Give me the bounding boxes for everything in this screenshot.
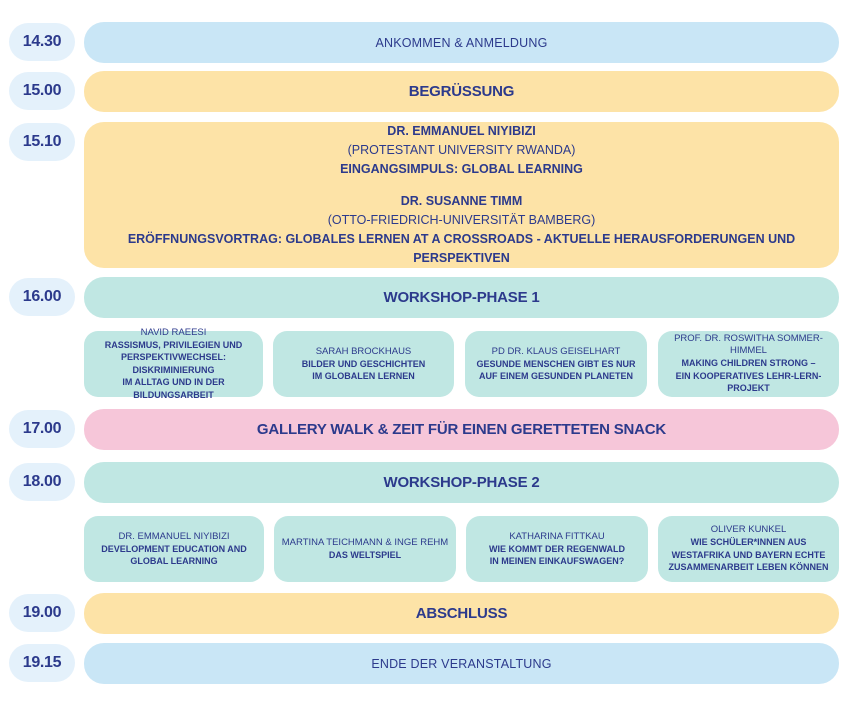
workshop2-card-4-title-line-1: WIE SCHÜLER*INNEN AUS — [690, 537, 807, 548]
workshop1-card-1-title-line-2: PERSPEKTIVWECHSEL: DISKRIMINIERUNG — [120, 352, 226, 375]
workshop2-card-3-title-line-2: IN MEINEN EINKAUFSWAGEN? — [489, 556, 625, 566]
keynote-speaker1-talk: EINGANGSIMPULS: GLOBAL LEARNING — [340, 162, 583, 176]
end-label: ENDE DER VERANSTALTUNG — [371, 656, 552, 671]
workshop1-card-4-title-line-1: MAKING CHILDREN STRONG – — [681, 358, 816, 369]
workshop1-card-2: SARAH BROCKHAUS BILDER UND GESCHICHTEN I… — [273, 331, 454, 397]
time-1700: 17.00 — [9, 410, 75, 448]
workshop2-card-3: KATHARINA FITTKAU WIE KOMMT DER REGENWAL… — [466, 516, 648, 582]
workshop2-card-1-title-line-1: DEVELOPMENT EDUCATION AND — [101, 543, 247, 554]
workshop1-bar: WORKSHOP-PHASE 1 — [84, 277, 839, 318]
workshop1-card-2-name: SARAH BROCKHAUS — [315, 345, 412, 357]
keynote-speaker1-affiliation: (PROTESTANT UNIVERSITY RWANDA) — [347, 143, 576, 157]
closing-label: ABSCHLUSS — [415, 605, 508, 622]
workshop2-card-1-name: DR. EMMANUEL NIYIBIZI — [118, 530, 230, 542]
workshop2-card-3-title-line-1: WIE KOMMT DER REGENWALD — [489, 543, 625, 554]
workshop2-card-4-name: OLIVER KUNKEL — [710, 524, 787, 536]
workshop2-card-4-title-line-3: ZUSAMMENARBEIT LEBEN KÖNNEN — [668, 562, 829, 573]
time-1915: 19.15 — [9, 644, 75, 682]
keynote-speaker2-talk: ERÖFFNUNGSVORTRAG: GLOBALES LERNEN AT A … — [127, 232, 796, 265]
workshop1-card-2-title-line-2: IM GLOBALEN LERNEN — [312, 371, 415, 381]
time-1430: 14.30 — [9, 23, 75, 61]
time-1900: 19.00 — [9, 594, 75, 632]
workshop1-card-4: PROF. DR. ROSWITHA SOMMER-HIMMEL MAKING … — [658, 331, 839, 397]
keynote-block: DR. EMMANUEL NIYIBIZI (PROTESTANT UNIVER… — [84, 122, 839, 268]
workshop2-card-2-title-line-1: DAS WELTSPIEL — [328, 549, 402, 560]
workshop1-card-3-title-line-1: GESUNDE MENSCHEN GIBT ES NUR — [476, 358, 636, 369]
keynote-speaker1-name: DR. EMMANUEL NIYIBIZI — [387, 124, 536, 138]
welcome-bar: BEGRÜSSUNG — [84, 71, 839, 112]
workshop1-card-1-title-line-3: IM ALLTAG UND IN DER BILDUNGSARBEIT — [122, 377, 225, 400]
arrival-bar: ANKOMMEN & ANMELDUNG — [84, 22, 839, 63]
keynote-speaker2-affiliation: (OTTO-FRIEDRICH-UNIVERSITÄT BAMBERG) — [327, 213, 596, 227]
workshop2-card-2: MARTINA TEICHMANN & INGE REHM DAS WELTSP… — [274, 516, 456, 582]
workshop2-card-4: OLIVER KUNKEL WIE SCHÜLER*INNEN AUS WEST… — [658, 516, 839, 582]
workshop1-title: WORKSHOP-PHASE 1 — [383, 289, 540, 306]
workshop1-card-1-title-line-1: RASSISMUS, PRIVILEGIEN UND — [104, 339, 243, 350]
workshop1-card-4-title-line-3: PROJEKT — [727, 383, 770, 394]
workshop1-card-1: NAVID RAEESI RASSISMUS, PRIVILEGIEN UND … — [84, 327, 263, 400]
welcome-label: BEGRÜSSUNG — [408, 83, 515, 100]
workshop2-card-2-name: MARTINA TEICHMANN & INGE REHM — [281, 536, 449, 548]
end-bar: ENDE DER VERANSTALTUNG — [84, 643, 839, 684]
time-1800: 18.00 — [9, 463, 75, 501]
workshop1-card-2-title-line-1: BILDER UND GESCHICHTEN — [301, 358, 426, 369]
time-1510: 15.10 — [9, 123, 75, 161]
break-bar: GALLERY WALK & ZEIT FÜR EINEN GERETTETEN… — [84, 409, 839, 450]
break-label: GALLERY WALK & ZEIT FÜR EINEN GERETTETEN… — [256, 421, 667, 438]
workshop1-card-4-name: PROF. DR. ROSWITHA SOMMER-HIMMEL — [674, 333, 823, 357]
workshop2-card-1-title-line-2: GLOBAL LEARNING — [130, 556, 218, 566]
time-1600: 16.00 — [9, 278, 75, 316]
workshop1-card-3-title-line-2: AUF EINEM GESUNDEN PLANETEN — [478, 371, 633, 381]
keynote-speaker2-name: DR. SUSANNE TIMM — [400, 194, 523, 208]
workshop2-title: WORKSHOP-PHASE 2 — [383, 474, 540, 491]
workshop2-card-4-title-line-2: WESTAFRIKA UND BAYERN ECHTE — [671, 549, 826, 560]
closing-bar: ABSCHLUSS — [84, 593, 839, 634]
workshop1-card-3-name: PD DR. KLAUS GEISELHART — [491, 345, 621, 357]
workshop1-card-4-title-line-2: EIN KOOPERATIVES LEHR-LERN- — [675, 370, 822, 381]
workshop1-card-3: PD DR. KLAUS GEISELHART GESUNDE MENSCHEN… — [465, 331, 647, 397]
workshop2-bar: WORKSHOP-PHASE 2 — [84, 462, 839, 503]
workshop2-card-1: DR. EMMANUEL NIYIBIZI DEVELOPMENT EDUCAT… — [84, 516, 264, 582]
time-1500: 15.00 — [9, 72, 75, 110]
arrival-label: ANKOMMEN & ANMELDUNG — [375, 35, 548, 50]
workshop1-card-1-name: NAVID RAEESI — [140, 326, 207, 338]
workshop2-card-3-name: KATHARINA FITTKAU — [509, 530, 605, 542]
